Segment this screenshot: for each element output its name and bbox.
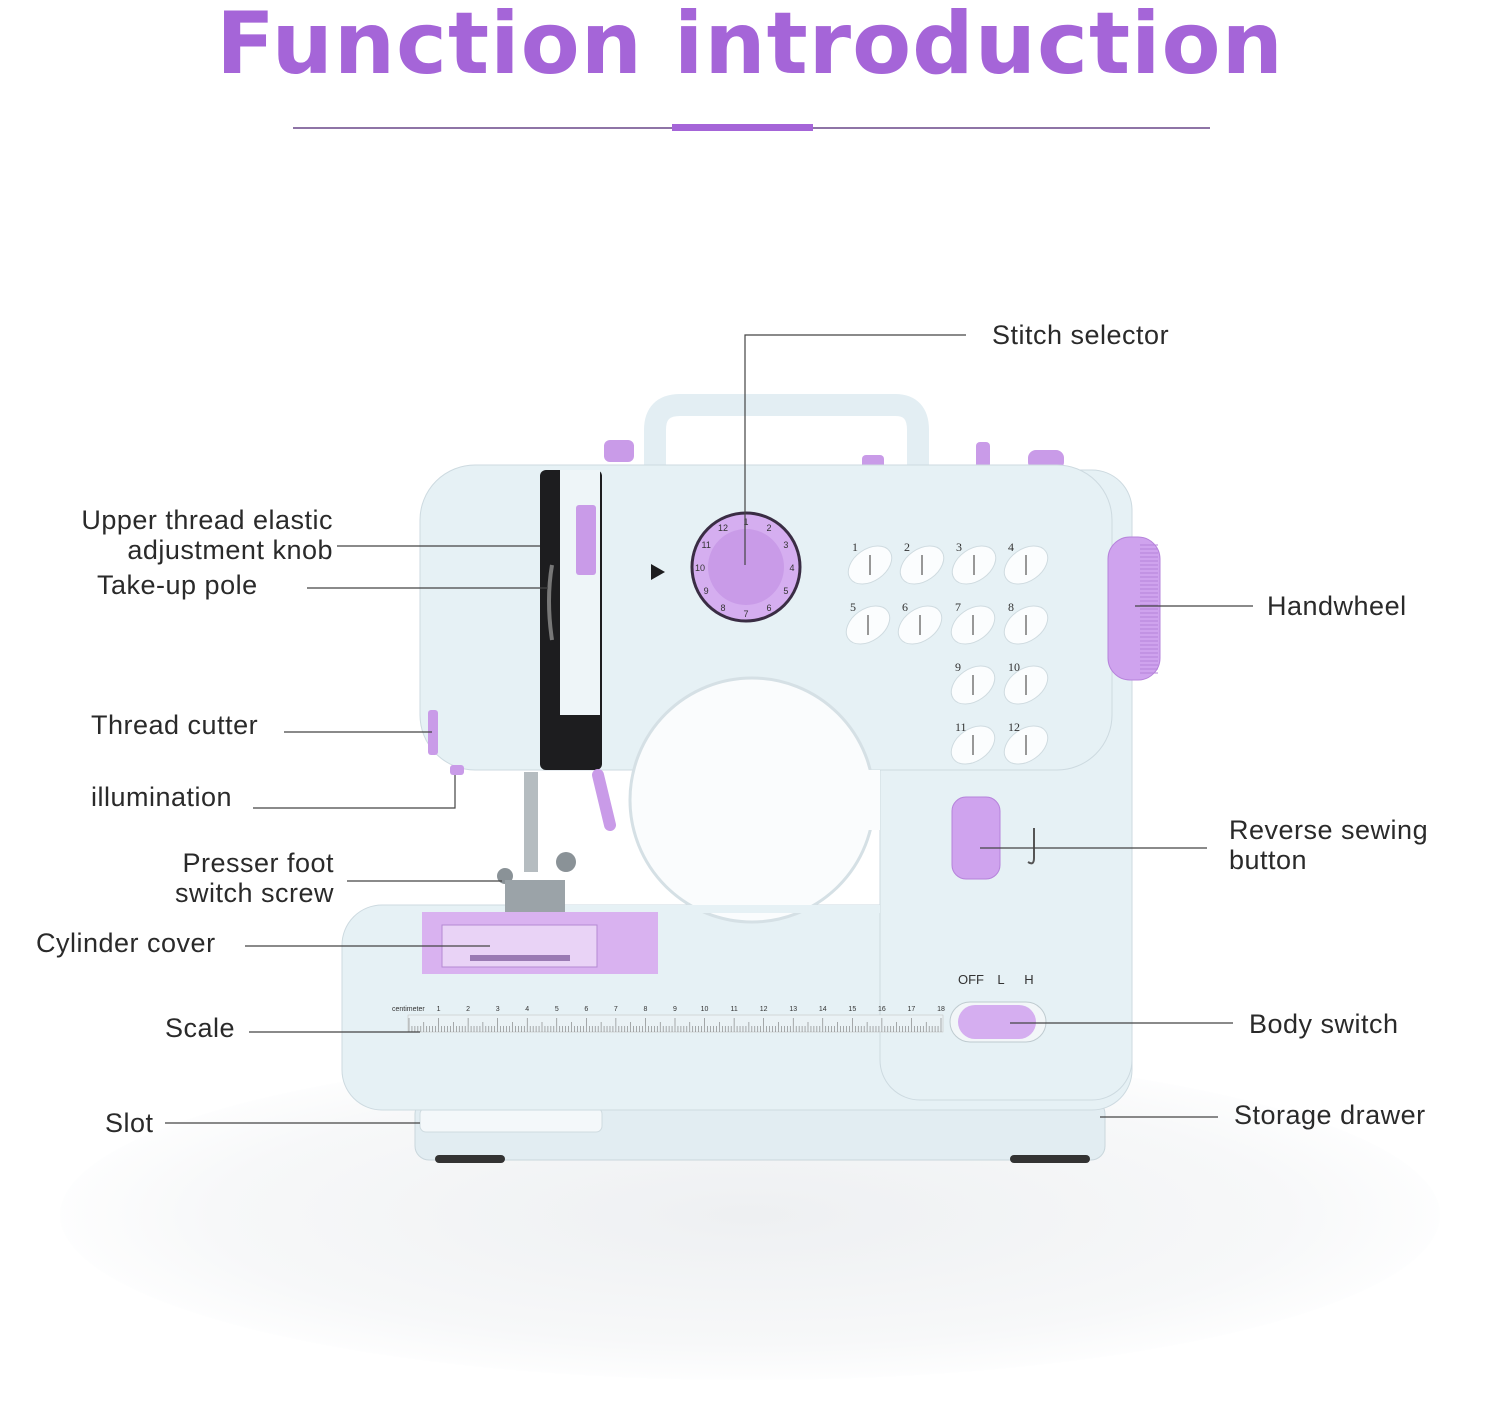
take-up-lever — [547, 564, 554, 641]
reverse-sewing-button — [951, 796, 1001, 880]
tension-dial — [576, 505, 596, 575]
dial-number: 7 — [743, 609, 748, 619]
leader-lines — [165, 334, 1253, 1124]
scale-number: 6 — [584, 1006, 588, 1013]
presser-lever — [592, 769, 616, 831]
label-take-up-pole: Take-up pole — [97, 570, 258, 600]
scale-ruler — [407, 1014, 944, 1033]
stitch-pattern-button[interactable]: 3 — [945, 538, 1003, 592]
presser-foot-screw — [556, 852, 576, 872]
dial-number: 3 — [783, 540, 788, 550]
stitch-number: 8 — [1008, 600, 1014, 614]
stitch-number: 4 — [1008, 540, 1014, 554]
arrow-indicator-icon — [651, 564, 665, 580]
needle-bar — [524, 772, 538, 872]
scale-number: 4 — [525, 1006, 529, 1013]
label-illumination: illumination — [91, 782, 233, 812]
body-switch-position: OFF — [958, 972, 984, 987]
stitch-pattern-button[interactable]: 11 — [944, 718, 1002, 772]
body-switch — [958, 1005, 1036, 1039]
stitch-number: 12 — [1008, 720, 1020, 734]
scale-number: 8 — [643, 1006, 647, 1013]
stitch-pattern-button[interactable]: 5 — [839, 598, 897, 652]
stitch-number: 5 — [850, 600, 856, 614]
illumination-lamp — [450, 765, 464, 775]
label-storage-drawer: Storage drawer — [1234, 1100, 1426, 1130]
stitch-number: 1 — [852, 540, 858, 554]
scale-number: 14 — [819, 1006, 827, 1013]
dial-number: 4 — [789, 563, 794, 573]
scale-number: 10 — [701, 1006, 709, 1013]
leader-stitch-selector — [744, 334, 966, 565]
dial-number: 5 — [783, 586, 788, 596]
label-upper-thread-2: adjustment knob — [127, 535, 333, 565]
stitch-number: 10 — [1008, 660, 1020, 674]
title-divider-accent — [672, 124, 813, 131]
scale-number: 15 — [848, 1006, 856, 1013]
scale-number: 9 — [673, 1006, 677, 1013]
stitch-number: 6 — [902, 600, 908, 614]
stitch-pattern-button[interactable]: 6 — [891, 598, 949, 652]
scale-number: 1 — [437, 1006, 441, 1013]
label-stitch-selector: Stitch selector — [992, 320, 1170, 350]
scale-number: 11 — [730, 1006, 737, 1013]
stitch-number: 9 — [955, 660, 961, 674]
stitch-number: 11 — [955, 720, 967, 734]
label-upper-thread-1: Upper thread elastic — [81, 505, 333, 535]
label-cylinder-cover: Cylinder cover — [36, 928, 216, 958]
scale-number: 17 — [908, 1006, 916, 1013]
label-reverse-1: Reverse sewing — [1229, 815, 1429, 845]
dial-number: 6 — [766, 603, 771, 613]
stitch-pattern-button[interactable]: 2 — [893, 538, 951, 592]
scale-number: 16 — [878, 1006, 886, 1013]
scale-number: 3 — [496, 1006, 500, 1013]
stitch-number: 3 — [956, 540, 962, 554]
scale-number: 13 — [789, 1006, 797, 1013]
scale-number: 7 — [614, 1006, 618, 1013]
label-reverse-2: button — [1229, 845, 1308, 875]
page-title: Function introduction — [216, 0, 1284, 94]
stitch-number: 2 — [904, 540, 910, 554]
thread-cutter — [428, 710, 438, 755]
dial-number: 2 — [766, 523, 771, 533]
stitch-pattern-button[interactable]: 9 — [944, 658, 1002, 712]
body-switch-position: L — [997, 972, 1004, 987]
label-body-switch: Body switch — [1249, 1009, 1399, 1039]
stitch-pattern-button[interactable]: 12 — [997, 718, 1055, 772]
label-handwheel: Handwheel — [1267, 591, 1407, 621]
dial-number: 8 — [720, 603, 725, 613]
dial-number: 10 — [695, 563, 705, 573]
scale-number: 2 — [466, 1006, 470, 1013]
leader-illumination — [253, 775, 456, 809]
stitch-pattern-button[interactable]: 10 — [997, 658, 1055, 712]
stitch-number: 7 — [955, 600, 961, 614]
stitch-pattern-button[interactable]: 7 — [944, 598, 1002, 652]
dial-number: 1 — [743, 517, 748, 527]
scale-unit: centimeter — [392, 1006, 425, 1013]
stitch-pattern-button[interactable]: 4 — [997, 538, 1055, 592]
stitch-pattern-button[interactable]: 1 — [841, 538, 899, 592]
dial-number: 9 — [704, 586, 709, 596]
scale-number: 18 — [937, 1006, 945, 1013]
spool-pin — [604, 440, 634, 462]
carry-handle — [644, 394, 929, 470]
scale-number: 5 — [555, 1006, 559, 1013]
slot — [419, 1107, 603, 1133]
scale-number: 12 — [760, 1006, 768, 1013]
label-thread-cutter: Thread cutter — [91, 710, 259, 740]
label-presser-foot-2: switch screw — [174, 878, 334, 908]
dial-number: 12 — [718, 523, 728, 533]
body-switch-position: H — [1024, 972, 1033, 987]
spool-pin — [976, 442, 990, 468]
label-slot: Slot — [105, 1108, 154, 1138]
label-presser-foot-1: Presser foot — [182, 848, 334, 878]
stitch-pattern-button[interactable]: 8 — [997, 598, 1055, 652]
presser-foot — [505, 880, 565, 915]
label-scale: Scale — [165, 1013, 236, 1043]
dial-number: 11 — [701, 540, 710, 550]
